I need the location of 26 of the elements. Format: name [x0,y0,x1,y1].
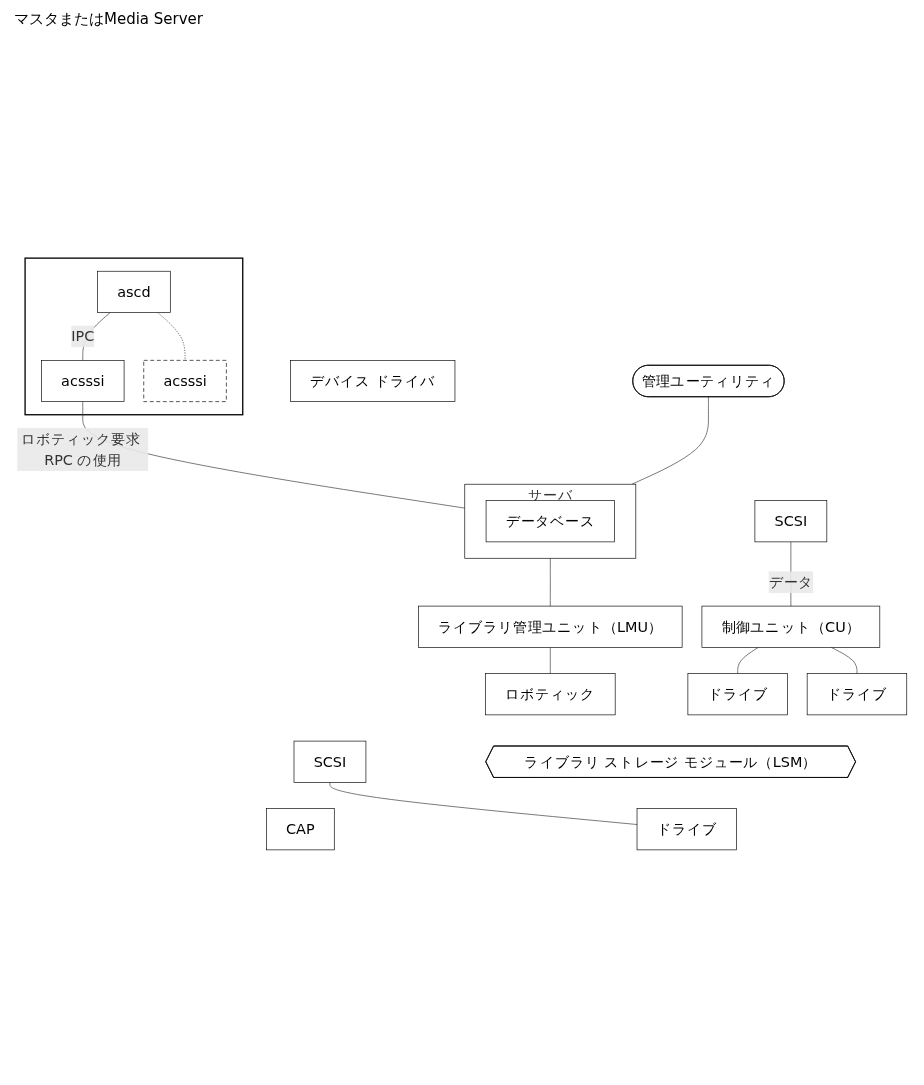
connector [737,647,759,674]
node-box: ドライブ [636,808,737,851]
node-box: デバイス ドライバ [290,360,456,402]
node-box: CAP [266,808,335,851]
connector [82,312,111,361]
edge-label: IPC [71,328,95,345]
connector [549,557,551,607]
node-box: ドライブ [687,673,788,716]
node-box: ロボティック [485,673,616,716]
connector [329,782,638,825]
node-box: ascd [97,270,171,313]
node-box: 制御ユニット（CU） [701,605,881,648]
connector [631,396,709,485]
diagram-title: マスタまたはMedia Server [14,10,204,29]
connector [157,312,186,361]
node-box: SCSI [754,500,828,543]
node-box: データベース [485,500,615,543]
node-box: acsssi [143,360,227,402]
node-box: ドライブ [806,673,908,716]
connector [549,647,551,674]
node-box: ライブラリ管理ユニット（LMU） [418,605,683,648]
node-box: SCSI [293,740,367,783]
edge-label: ロボティック要求 RPC の使用 [20,430,141,469]
edge-label: データ [768,573,814,591]
cluster [24,257,244,416]
node-box: acsssi [41,360,125,402]
